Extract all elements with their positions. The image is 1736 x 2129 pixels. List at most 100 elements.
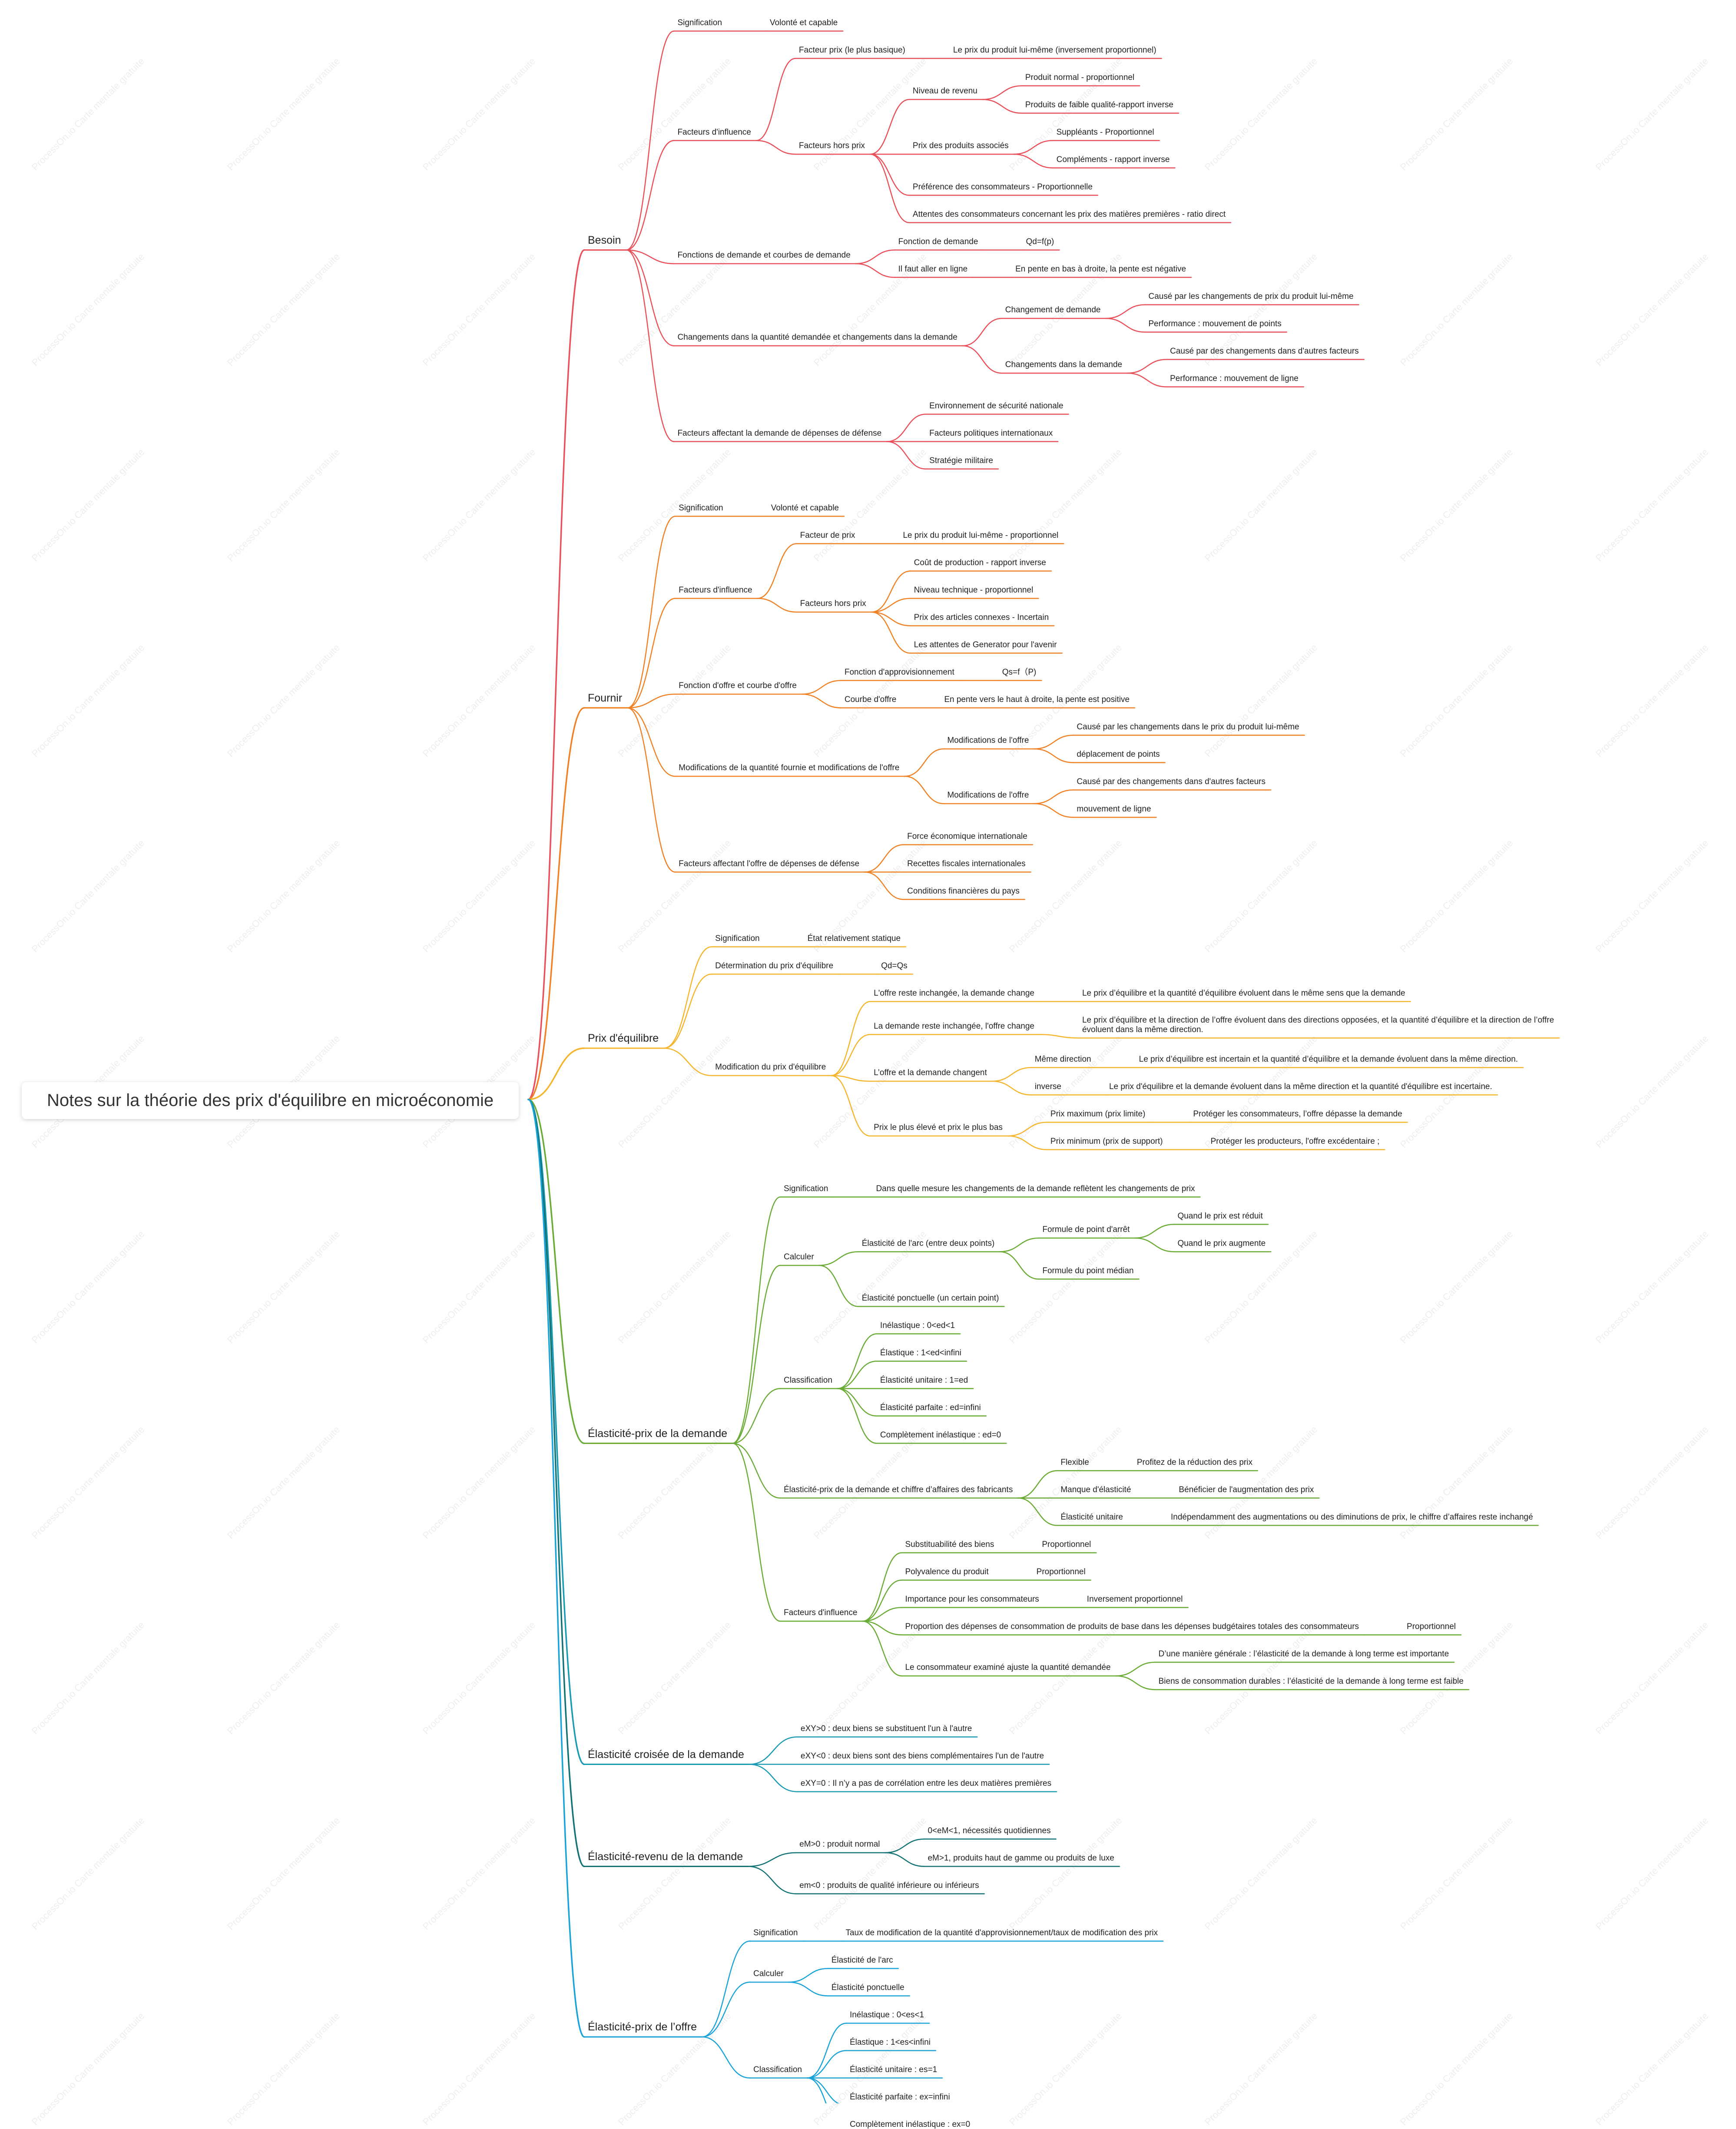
subtopic[interactable]: Signification (715, 934, 759, 944)
subtopic[interactable]: Prix des produits associés (913, 141, 1009, 151)
leaf-topic[interactable]: déplacement de points (1077, 750, 1160, 759)
leaf-topic[interactable]: Prix des articles connexes - Incertain (914, 613, 1049, 622)
leaf-topic[interactable]: Dans quelle mesure les changements de la… (876, 1184, 1195, 1194)
subtopic[interactable]: Prix le plus élevé et prix le plus bas (874, 1123, 1003, 1132)
leaf-topic[interactable]: En pente en bas à droite, la pente est n… (1015, 265, 1186, 274)
leaf-topic[interactable]: Compléments - rapport inverse (1057, 155, 1170, 165)
leaf-topic[interactable]: Proportionnel (1407, 1622, 1456, 1632)
leaf-topic[interactable]: Les attentes de Generator pour l'avenir (914, 640, 1057, 650)
leaf-topic[interactable]: Élastique : 1<es<infini (850, 2038, 931, 2047)
subtopic[interactable]: Il faut aller en ligne (898, 265, 968, 274)
leaf-topic[interactable]: Produit normal - proportionnel (1025, 73, 1134, 83)
subtopic[interactable]: Courbe d'offre (845, 695, 896, 705)
leaf-topic[interactable]: Élasticité unitaire : es=1 (850, 2065, 937, 2075)
leaf-topic[interactable]: Conditions financières du pays (907, 887, 1020, 896)
subtopic[interactable]: L’offre et la demande changent (874, 1068, 987, 1078)
leaf-topic[interactable]: Élasticité unitaire : 1=ed (880, 1376, 968, 1385)
leaf-topic[interactable]: Préférence des consommateurs - Proportio… (913, 182, 1093, 192)
subtopic[interactable]: Modifications de la quantité fournie et … (679, 763, 899, 773)
leaf-topic[interactable]: Le prix d’équilibre et la quantité d’équ… (1082, 989, 1405, 998)
leaf-topic[interactable]: Protéger les producteurs, l'offre excéde… (1211, 1137, 1380, 1146)
leaf-topic[interactable]: Proportionnel (1037, 1567, 1086, 1577)
leaf-topic[interactable]: Inversement proportionnel (1087, 1595, 1183, 1604)
subtopic[interactable]: Flexible (1060, 1458, 1089, 1467)
branch-topic[interactable]: Élasticité-prix de la demande (588, 1427, 727, 1440)
leaf-topic[interactable]: Le prix d'équilibre et la demande évolue… (1109, 1082, 1492, 1092)
subtopic[interactable]: Substituabilité des biens (905, 1540, 994, 1550)
subtopic[interactable]: La demande reste inchangée, l'offre chan… (874, 1022, 1034, 1031)
subtopic[interactable]: inverse (1035, 1082, 1061, 1092)
leaf-topic[interactable]: Élasticité ponctuelle (832, 1983, 904, 1993)
subtopic[interactable]: eM>0 : produit normal (799, 1840, 880, 1849)
leaf-topic[interactable]: Élasticité ponctuelle (un certain point) (862, 1294, 999, 1303)
subtopic[interactable]: Changements dans la quantité demandée et… (677, 333, 957, 342)
leaf-topic[interactable]: Recettes fiscales internationales (907, 859, 1025, 869)
leaf-topic[interactable]: Force économique internationale (907, 832, 1027, 841)
leaf-topic[interactable]: Qd=f(p) (1026, 237, 1054, 247)
subtopic[interactable]: Élasticité-prix de la demande et chiffre… (784, 1485, 1013, 1495)
subtopic[interactable]: Fonctions de demande et courbes de deman… (677, 251, 850, 260)
leaf-topic[interactable]: Produits de faible qualité-rapport inver… (1025, 100, 1173, 110)
subtopic[interactable]: Facteurs d'influence (679, 586, 752, 595)
leaf-topic[interactable]: Performance : mouvement de points (1148, 319, 1281, 329)
subtopic[interactable]: Classification (784, 1376, 832, 1385)
subtopic[interactable]: Signification (679, 503, 723, 513)
subtopic[interactable]: Calculer (784, 1252, 814, 1262)
subtopic[interactable]: Même direction (1035, 1055, 1091, 1064)
subtopic[interactable]: Facteurs d'influence (784, 1608, 857, 1618)
leaf-topic[interactable]: Formule du point médian (1042, 1266, 1133, 1276)
leaf-topic[interactable]: Volonté et capable (770, 18, 838, 28)
leaf-topic[interactable]: mouvement de ligne (1077, 805, 1151, 814)
subtopic[interactable]: Prix maximum (prix limite) (1050, 1109, 1146, 1119)
leaf-topic[interactable]: 0<eM<1, nécessités quotidiennes (928, 1826, 1050, 1836)
subtopic[interactable]: Changements dans la demande (1005, 360, 1122, 370)
subtopic[interactable]: Calculer (753, 1969, 784, 1979)
leaf-topic[interactable]: Élasticité de l'arc (832, 1956, 893, 1965)
leaf-topic[interactable]: Biens de consommation durables : l’élast… (1159, 1677, 1464, 1686)
subtopic[interactable]: Changement de demande (1005, 305, 1101, 315)
branch-topic[interactable]: Élasticité croisée de la demande (588, 1748, 744, 1761)
subtopic[interactable]: Polyvalence du produit (905, 1567, 988, 1577)
leaf-topic[interactable]: Attentes des consommateurs concernant le… (913, 210, 1226, 219)
leaf-topic[interactable]: Complètement inélastique : ex=0 (850, 2120, 970, 2129)
subtopic[interactable]: Niveau de revenu (913, 86, 977, 96)
leaf-topic[interactable]: Protéger les consommateurs, l’offre dépa… (1193, 1109, 1402, 1119)
leaf-topic[interactable]: Le prix du produit lui-même - proportion… (903, 531, 1058, 540)
leaf-topic[interactable]: Coût de production - rapport inverse (914, 558, 1046, 568)
branch-topic[interactable]: Fournir (588, 692, 622, 705)
leaf-topic[interactable]: Qs=f（P) (1002, 668, 1037, 677)
leaf-topic[interactable]: Facteurs politiques internationaux (929, 429, 1053, 438)
subtopic[interactable]: Signification (753, 1928, 798, 1938)
subtopic[interactable]: Modifications de l'offre (947, 736, 1029, 745)
leaf-topic[interactable]: Complètement inélastique : ed=0 (880, 1430, 1001, 1440)
subtopic[interactable]: Facteurs affectant la demande de dépense… (677, 429, 881, 438)
subtopic[interactable]: Manque d'élasticité (1060, 1485, 1131, 1495)
subtopic[interactable]: Modification du prix d'équilibre (715, 1063, 826, 1072)
subtopic[interactable]: Fonction de demande (898, 237, 978, 247)
branch-topic[interactable]: Élasticité-revenu de la demande (588, 1851, 743, 1863)
leaf-topic[interactable]: Causé par des changements dans d'autres … (1077, 777, 1266, 787)
leaf-topic[interactable]: En pente vers le haut à droite, la pente… (944, 695, 1130, 705)
subtopic[interactable]: Proportion des dépenses de consommation … (905, 1622, 1359, 1632)
leaf-topic[interactable]: Élasticité parfaite : ed=infini (880, 1403, 981, 1413)
leaf-topic[interactable]: Suppléants - Proportionnel (1057, 128, 1154, 137)
leaf-topic[interactable]: Stratégie militaire (929, 456, 993, 466)
subtopic[interactable]: Importance pour les consommateurs (905, 1595, 1039, 1604)
leaf-topic[interactable]: Inélastique : 0<es<1 (850, 2010, 924, 2020)
subtopic[interactable]: Fonction d'approvisionnement (845, 668, 954, 677)
leaf-topic[interactable]: État relativement statique (808, 934, 901, 944)
leaf-topic[interactable]: eXY>0 : deux biens se substituent l'un à… (801, 1724, 972, 1734)
leaf-topic[interactable]: Performance : mouvement de ligne (1170, 374, 1299, 384)
subtopic[interactable]: Détermination du prix d'équilibre (715, 961, 833, 971)
leaf-topic[interactable]: Indépendamment des augmentations ou des … (1171, 1513, 1533, 1522)
leaf-topic[interactable]: Causé par des changements dans d'autres … (1170, 347, 1359, 356)
leaf-topic[interactable]: eXY=0 : Il n’y a pas de corrélation entr… (801, 1779, 1051, 1788)
leaf-topic[interactable]: Le prix d’équilibre est incertain et la … (1139, 1055, 1518, 1064)
leaf-topic[interactable]: Volonté et capable (771, 503, 839, 513)
leaf-topic[interactable]: Causé par les changements de prix du pro… (1148, 292, 1353, 301)
subtopic[interactable]: Facteurs hors prix (800, 599, 866, 609)
branch-topic[interactable]: Besoin (588, 234, 621, 247)
subtopic[interactable]: Formule de point d'arrêt (1042, 1225, 1130, 1235)
leaf-topic[interactable]: Causé par les changements dans le prix d… (1077, 722, 1299, 732)
leaf-topic[interactable]: Environnement de sécurité nationale (929, 401, 1063, 411)
